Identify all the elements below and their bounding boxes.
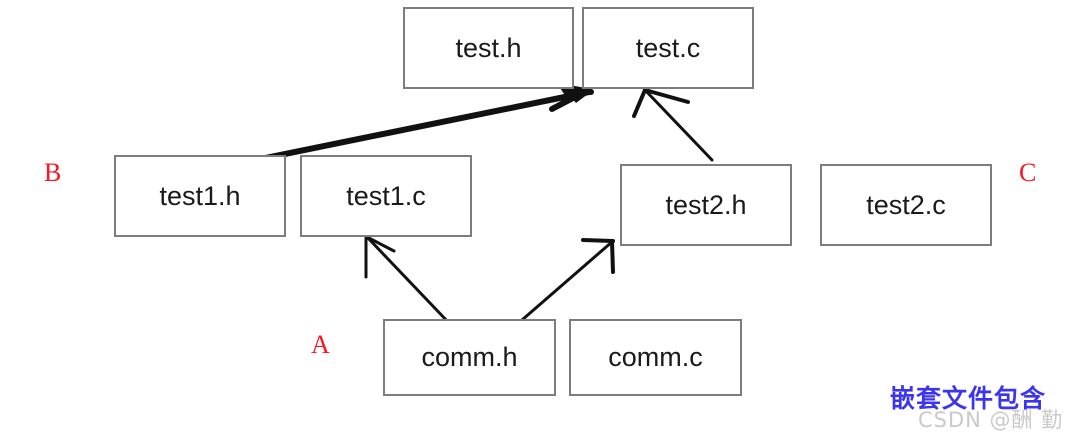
marker-b: B (44, 158, 62, 187)
node-label: test2.h (665, 189, 747, 220)
marker-a: A (311, 330, 330, 359)
node-label: test1.c (346, 180, 426, 211)
node-label: test.c (635, 32, 701, 63)
node-comm-h[interactable]: comm.h (383, 319, 556, 396)
diagram-caption: 嵌套文件包含 (890, 384, 1047, 413)
node-test2-h[interactable]: test2.h (620, 164, 792, 246)
node-test1-c[interactable]: test1.c (300, 155, 472, 237)
edge-commh-to-test1c (364, 235, 452, 326)
edge-test2h-to-test-c (632, 88, 714, 162)
node-test1-h[interactable]: test1.h (114, 155, 286, 237)
node-test-c[interactable]: test.c (582, 7, 754, 89)
node-test-h[interactable]: test.h (403, 7, 574, 89)
edge-commh-to-test2h (520, 238, 615, 322)
csdn-watermark: CSDN @酬 勤 (918, 408, 1064, 432)
node-label: comm.c (608, 342, 703, 372)
node-label: test2.c (866, 189, 946, 220)
marker-c: C (1019, 158, 1037, 187)
node-label: comm.h (421, 342, 518, 372)
edge-test1-to-test-c (233, 82, 594, 167)
node-label: test.h (455, 32, 522, 63)
node-test2-c[interactable]: test2.c (820, 164, 992, 246)
node-label: test1.h (159, 180, 241, 211)
node-comm-c[interactable]: comm.c (569, 319, 742, 396)
